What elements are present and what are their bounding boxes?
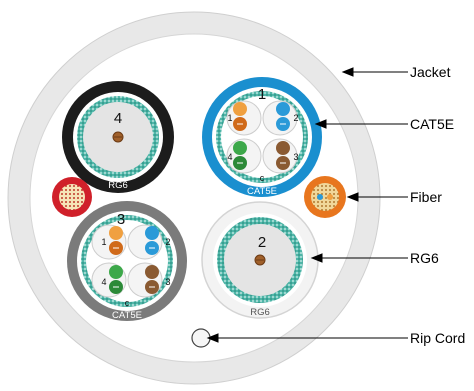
- cat5e-number-1: 1: [258, 86, 266, 103]
- cat5e-arrowhead: [314, 119, 327, 129]
- rg6-label: RG6: [410, 250, 439, 266]
- rg6-number-4: 4: [114, 110, 122, 127]
- rg6-cable-4: 4 RG6: [62, 81, 174, 193]
- red-cable: [52, 177, 92, 217]
- pair-blue: [276, 102, 290, 131]
- small-mark: c: [260, 173, 265, 183]
- pair-label-4: 4: [227, 152, 232, 162]
- rg6-caption-bottom: RG6: [250, 307, 270, 318]
- callout-arrows: [206, 67, 408, 343]
- rg6-arrowhead: [310, 253, 323, 263]
- pair-brown: [276, 141, 290, 170]
- pair-green: [109, 265, 123, 294]
- cat5e-cable-1: 1 1 2 4 3 c CAT5E: [202, 77, 322, 197]
- pair-blue: [145, 226, 159, 255]
- fiber-arrowhead: [346, 192, 359, 202]
- jacket-label: Jacket: [410, 64, 451, 80]
- pair-label-1: 1: [101, 237, 106, 247]
- rip-cord-arrowhead: [206, 333, 219, 343]
- pair-orange: [233, 102, 247, 131]
- pair-label-3: 3: [165, 277, 170, 287]
- jacket-arrowhead: [341, 67, 354, 77]
- pair-label-2: 2: [165, 237, 170, 247]
- rip-cord-label: Rip Cord: [410, 330, 465, 346]
- cat5e-cable-3: 3 1 2 4 3 c CAT5E: [67, 201, 187, 321]
- pair-green: [233, 141, 247, 170]
- cat5e-label: CAT5E: [410, 116, 454, 132]
- cat5e-caption-bottom: CAT5E: [112, 310, 142, 321]
- fiber-label: Fiber: [410, 189, 442, 205]
- fiber-cable: [304, 176, 346, 218]
- pair-label-2: 2: [293, 113, 298, 123]
- pair-label-4: 4: [101, 277, 106, 287]
- small-mark: c: [125, 298, 130, 308]
- cat5e-caption-top: CAT5E: [247, 186, 277, 197]
- pair-label-3: 3: [293, 152, 298, 162]
- rg6-number-2: 2: [258, 234, 266, 251]
- rg6-caption-top: RG6: [108, 180, 128, 191]
- rg6-cable-2: 2 RG6: [201, 201, 319, 319]
- cat5e-number-3: 3: [117, 211, 125, 228]
- pair-orange: [109, 226, 123, 255]
- pair-brown: [145, 265, 159, 294]
- pair-label-1: 1: [227, 113, 232, 123]
